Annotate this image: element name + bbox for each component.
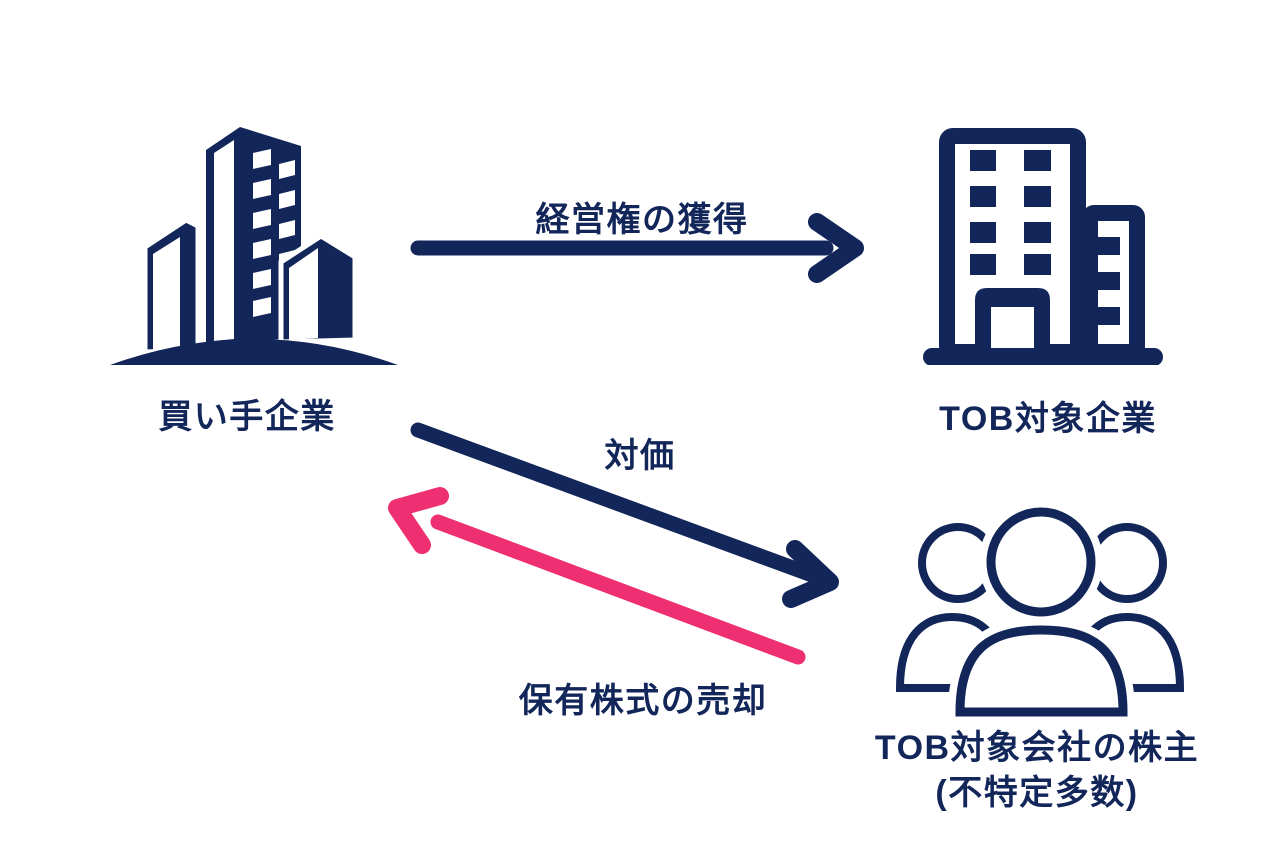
shareholders-label-line1: TOB対象会社の株主 [874,729,1200,767]
arrow-shaft [410,422,820,583]
city-buildings-icon [110,127,398,365]
share-sale-arrow-label: 保有株式の売却 [518,682,768,720]
office-building-icon [923,128,1163,365]
left-tower [142,217,201,355]
share-sale-arrow [388,487,806,665]
person-center [947,500,1136,720]
main-tower [939,128,1086,360]
right-tower [278,233,358,345]
shareholders-label-line2: (不特定多数) [935,774,1139,812]
arrow-shaft [430,514,806,665]
buyer-label: 買い手企業 [158,398,336,436]
acquisition-arrow [410,213,864,283]
people-group-icon [895,500,1185,720]
ground-hill [110,339,398,365]
consideration-arrow [410,422,839,608]
person-head [986,507,1096,617]
shareholders-label: TOB対象会社の株主 (不特定多数) [875,726,1199,816]
person-body [955,625,1128,717]
target-label: TOB対象企業 [939,400,1157,438]
arrow-head [808,213,864,283]
center-tower [206,127,301,344]
consideration-arrow-label: 対価 [604,437,676,475]
arrow-head [388,487,449,554]
acquisition-arrow-label: 経営権の獲得 [535,201,749,239]
arrow-head [782,540,839,608]
